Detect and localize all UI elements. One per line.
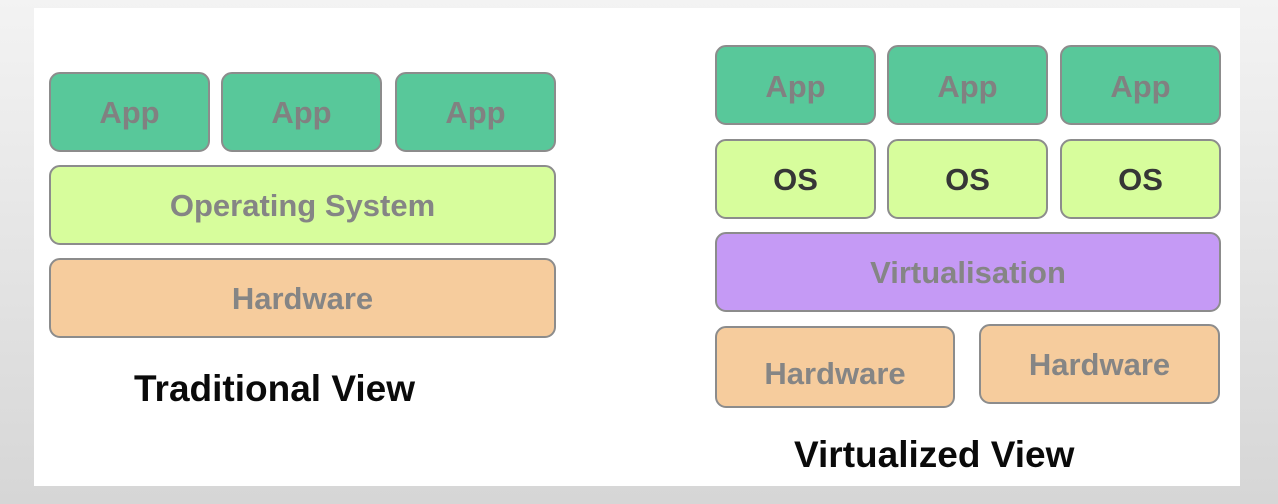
virtualized-app-box-2: App — [887, 45, 1048, 125]
virtualized-os-box-3: OS — [1060, 139, 1221, 219]
traditional-app-box-2: App — [221, 72, 382, 152]
traditional-hardware-box: Hardware — [49, 258, 556, 338]
traditional-app-box-1: App — [49, 72, 210, 152]
virtualized-app-box-3: App — [1060, 45, 1221, 125]
virtualized-hardware-box-2: Hardware — [979, 324, 1220, 404]
diagram-canvas: App App App Operating System Hardware Tr… — [34, 8, 1240, 486]
virtualized-hardware-box-1: Hardware — [715, 326, 955, 408]
virtualized-os-box-1: OS — [715, 139, 876, 219]
traditional-view-title: Traditional View — [134, 368, 416, 409]
virtualized-app-box-1: App — [715, 45, 876, 125]
virtualisation-box: Virtualisation — [715, 232, 1221, 312]
virtualized-os-box-2: OS — [887, 139, 1048, 219]
virtualized-view-title: Virtualized View — [794, 434, 1075, 475]
traditional-app-box-3: App — [395, 72, 556, 152]
traditional-os-box: Operating System — [49, 165, 556, 245]
